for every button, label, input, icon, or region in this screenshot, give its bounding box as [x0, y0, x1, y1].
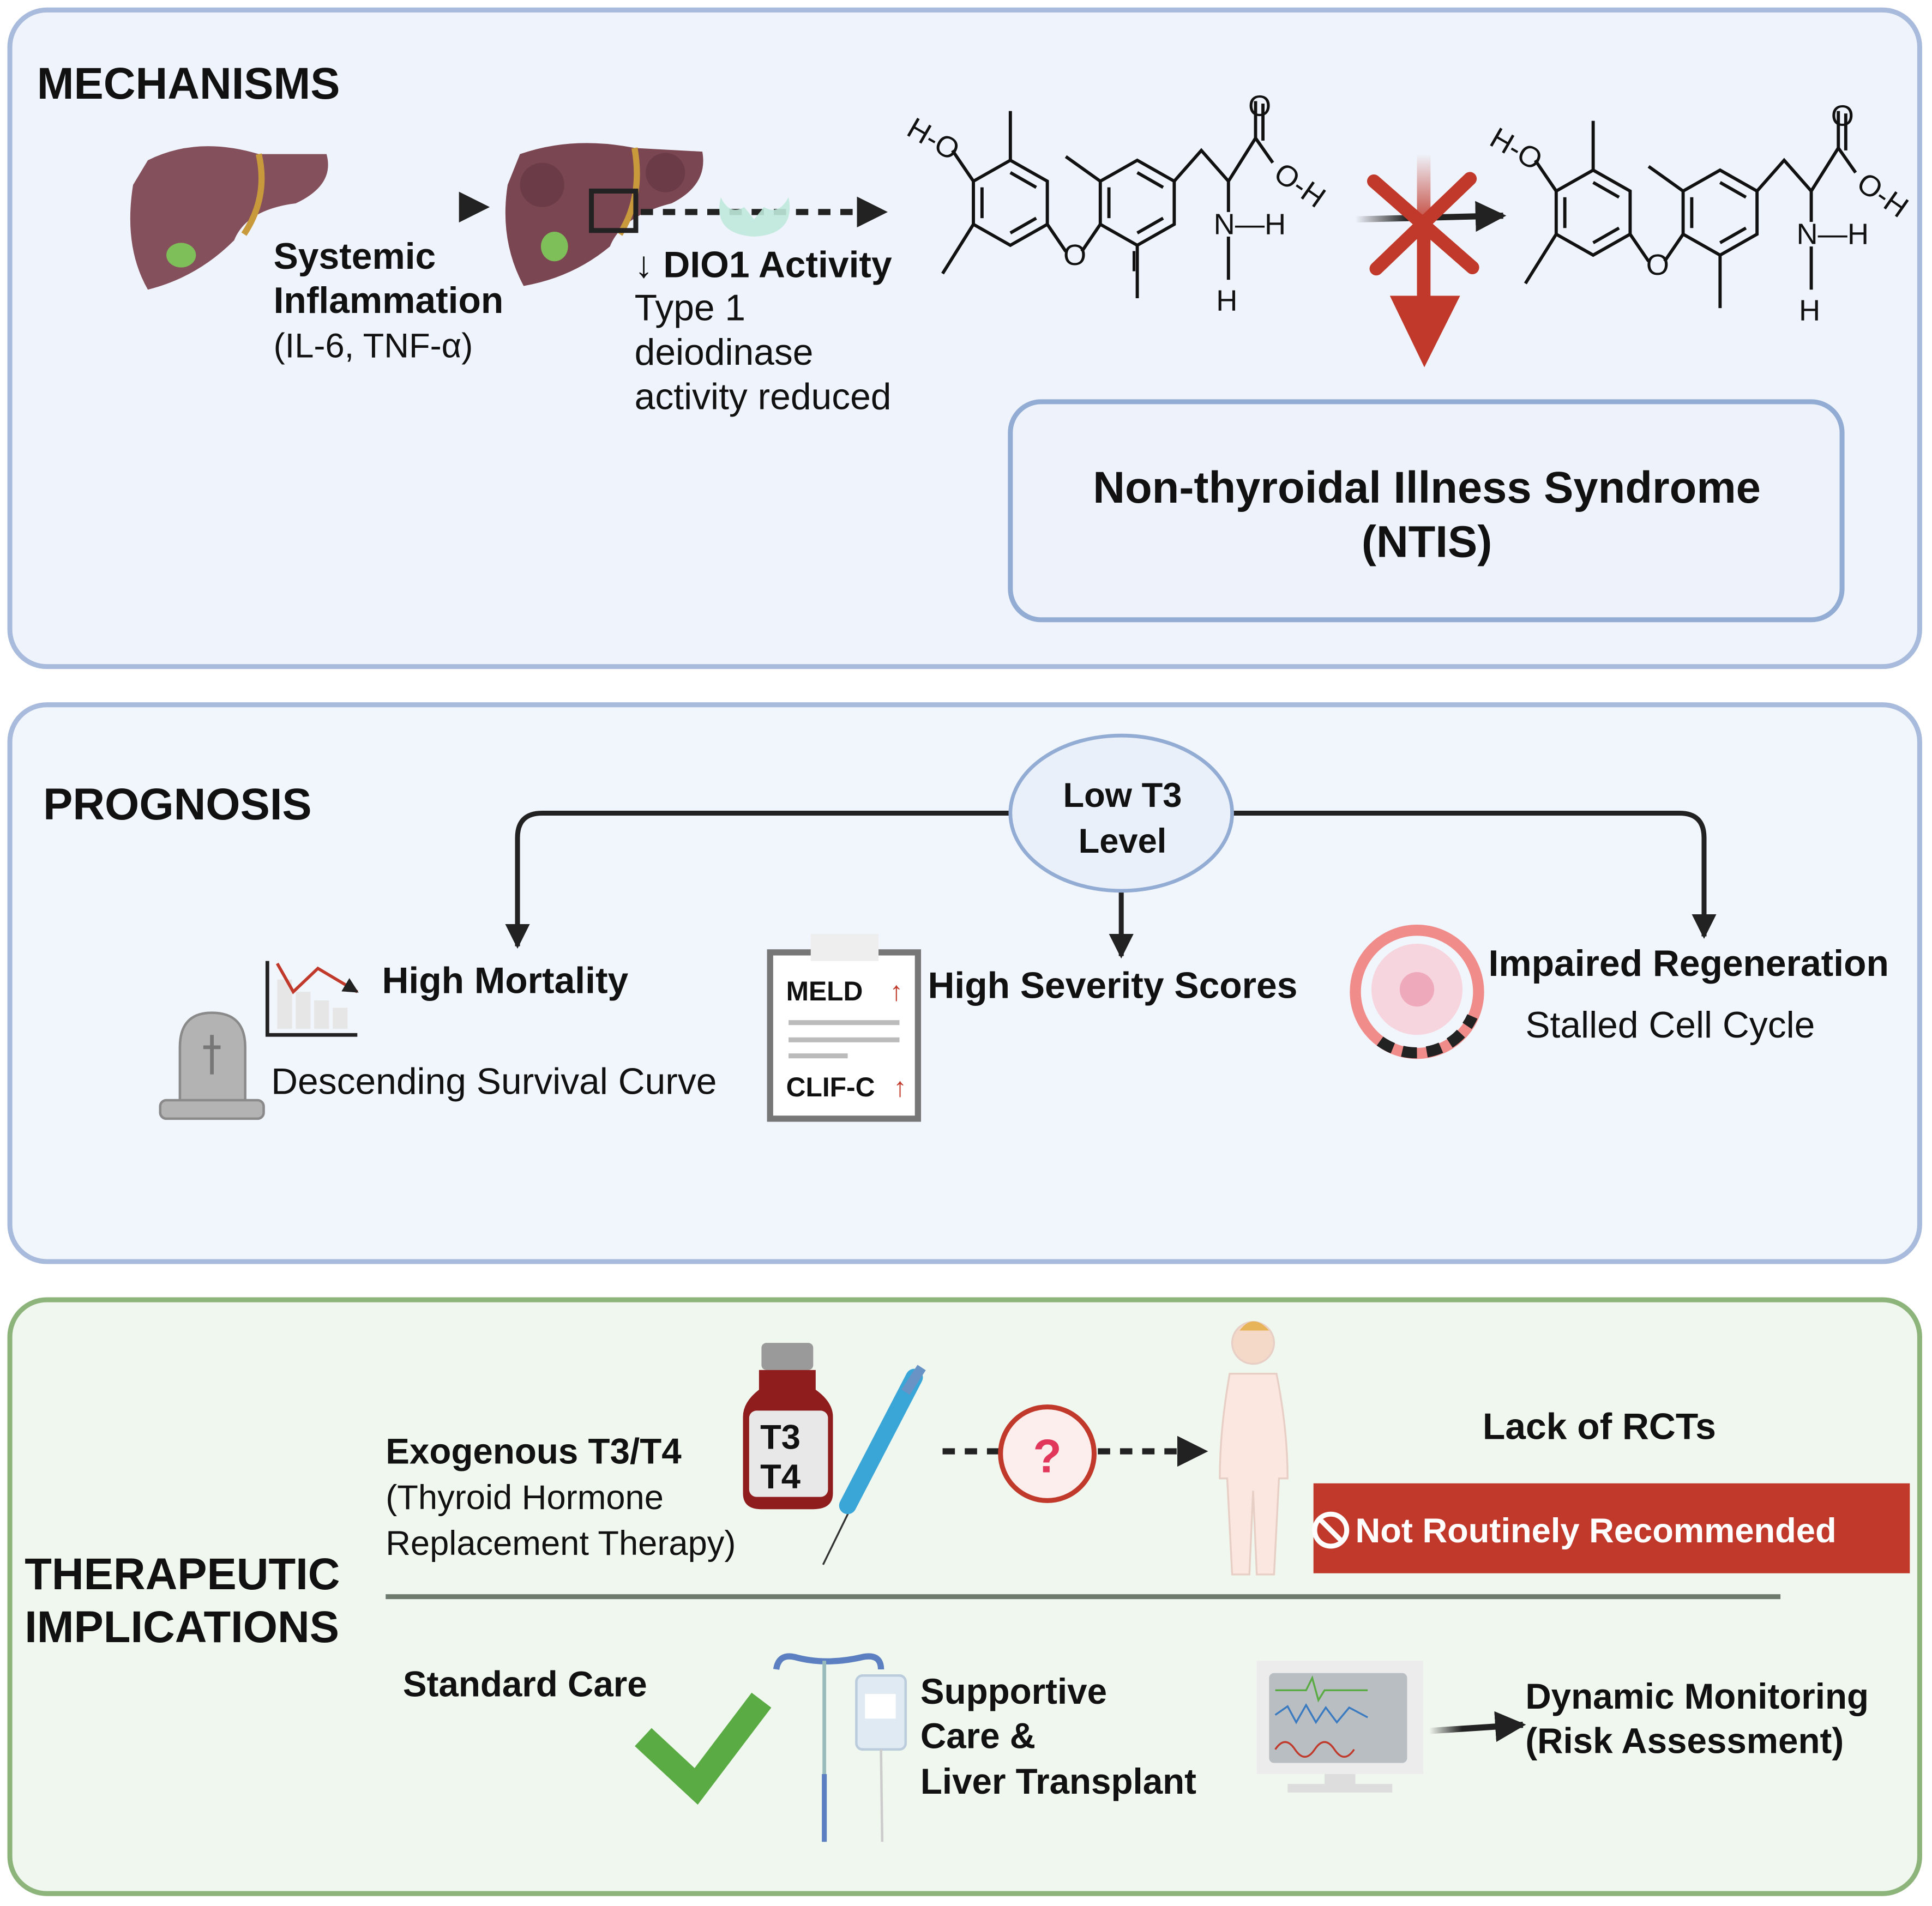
prognosis-heading: PROGNOSIS — [43, 780, 312, 829]
syringe-icon — [822, 1365, 926, 1565]
connectors — [505, 811, 1717, 959]
iv-pole-icon — [773, 1653, 907, 1842]
inflammation-label: Inflammation — [274, 280, 504, 321]
svg-text:O: O — [1248, 90, 1271, 123]
inflammation-label: Systemic — [274, 236, 436, 277]
cross-icon — [1367, 172, 1479, 276]
damaged-liver-icon — [505, 143, 703, 286]
severity-title: High Severity Scores — [928, 965, 1297, 1006]
svg-text:I: I — [1130, 245, 1138, 278]
not-recommended-banner — [1313, 1483, 1910, 1573]
svg-text:O: O — [1063, 239, 1086, 272]
down-arrow-head — [1389, 295, 1460, 367]
up-arrow-icon: ↑ — [893, 1072, 907, 1102]
svg-text:H: H — [1216, 285, 1237, 317]
dio1-detail: activity reduced — [635, 376, 892, 417]
clipboard-icon — [767, 933, 922, 1122]
question-mark: ? — [1033, 1430, 1061, 1482]
arrow — [1429, 1711, 1526, 1742]
up-arrow-icon: ↑ — [889, 976, 903, 1006]
tombstone-icon — [159, 1011, 265, 1120]
ban-icon — [1312, 1511, 1350, 1549]
therapeutic-heading: THERAPEUTIC — [25, 1549, 340, 1599]
bottle-label: T4 — [760, 1458, 801, 1496]
inflammation-detail: (IL-6, TNF-α) — [274, 327, 473, 365]
supportive-label: Supportive — [920, 1672, 1107, 1711]
regeneration-detail: Stalled Cell Cycle — [1525, 1005, 1815, 1046]
low-t3-label: Low T3 — [1063, 776, 1182, 815]
bottle-label: T3 — [760, 1418, 801, 1456]
monitoring-label: Dynamic Monitoring — [1525, 1676, 1869, 1716]
meld-label: MELD — [786, 976, 863, 1006]
healthy-liver-icon — [130, 146, 328, 290]
supportive-label: Care & — [920, 1716, 1036, 1756]
cell-cycle-icon — [1350, 925, 1484, 1059]
prognosis-panel — [7, 702, 1922, 1264]
svg-text:O: O — [1831, 100, 1854, 132]
clif-c-label: CLIF-C — [786, 1072, 875, 1102]
standard-care-label: Standard Care — [403, 1664, 647, 1704]
ntis-abbrev: (NTIS) — [1362, 517, 1492, 567]
svg-text:O: O — [1646, 249, 1669, 281]
low-t3-label: Level — [1079, 822, 1167, 860]
monitoring-label: (Risk Assessment) — [1525, 1721, 1844, 1761]
lack-of-rcts: Lack of RCTs — [1483, 1406, 1716, 1447]
regeneration-title: Impaired Regeneration — [1489, 943, 1889, 984]
mortality-title: High Mortality — [382, 960, 628, 1001]
monitor-icon — [1256, 1661, 1423, 1793]
mortality-detail: Descending Survival Curve — [271, 1061, 717, 1102]
dio1-detail: Type 1 — [635, 288, 745, 329]
therapeutic-heading: IMPLICATIONS — [25, 1602, 339, 1652]
dio1-title: ↓ DIO1 Activity — [635, 245, 892, 286]
mechanisms-heading: MECHANISMS — [37, 59, 340, 108]
not-recommended-label: Not Routinely Recommended — [1356, 1512, 1837, 1550]
survival-curve-icon — [265, 961, 359, 1037]
dio1-enzyme-icon — [719, 197, 790, 237]
check-icon — [635, 1692, 772, 1805]
exogenous-detail: (Thyroid Hormone — [386, 1479, 664, 1517]
low-t3-node — [1008, 733, 1234, 893]
svg-text:N—H: N—H — [1796, 218, 1869, 251]
svg-text:H: H — [1799, 294, 1820, 327]
hormone-bottle-icon — [743, 1343, 833, 1510]
ntis-box — [1008, 399, 1845, 623]
exogenous-detail: Replacement Therapy) — [386, 1524, 736, 1563]
exogenous-title: Exogenous T3/T4 — [386, 1432, 682, 1471]
svg-text:N—H: N—H — [1214, 208, 1286, 241]
supportive-label: Liver Transplant — [920, 1762, 1196, 1801]
question-icon — [998, 1404, 1097, 1503]
dio1-detail: deiodinase — [635, 332, 814, 373]
patient-figure-icon — [1219, 1321, 1289, 1576]
ntis-title: Non-thyroidal Illness Syndrome — [1093, 463, 1761, 512]
